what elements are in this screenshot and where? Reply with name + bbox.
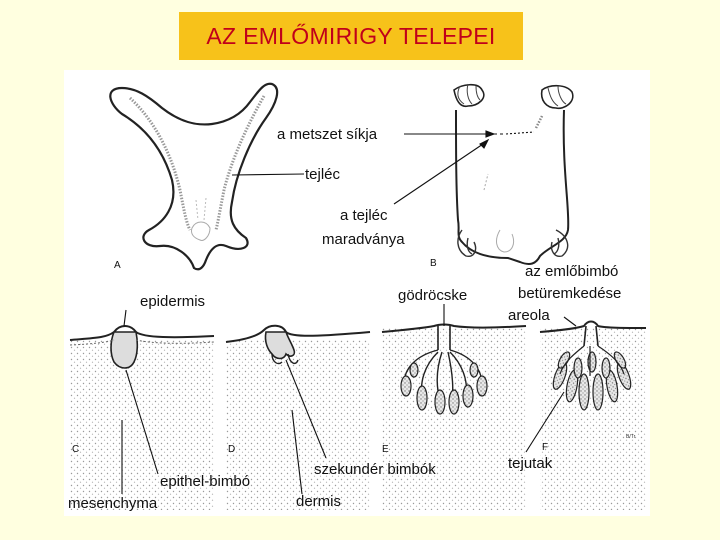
label-areola: areola [508, 307, 550, 324]
leader-lines-top [231, 130, 535, 205]
diagram-figure: A B C D [64, 70, 650, 516]
leader-lines-bottom [121, 304, 577, 495]
label-maradvany-2: maradványa [322, 231, 405, 248]
panel-c-section [69, 325, 215, 510]
label-emlobimbo-2: betüremkedése [518, 285, 621, 302]
label-dermis: dermis [296, 493, 341, 510]
label-metszet: a metszet síkja [277, 126, 378, 143]
panel-a-embryo [109, 82, 279, 271]
label-tejlec: tejléc [305, 166, 341, 183]
label-mesenchyma: mesenchyma [68, 495, 158, 512]
label-godrocske: gödröcske [398, 287, 467, 304]
panel-letter-a: A [114, 260, 121, 271]
title-box: AZ EMLŐMIRIGY TELEPEI [179, 12, 523, 60]
panel-letter-d: D [228, 444, 235, 455]
label-tejutak: tejutak [508, 455, 553, 472]
panel-b-embryo [453, 83, 574, 265]
panel-d-section [225, 324, 371, 510]
label-epithel-bimbo: epithel-bimbó [160, 473, 250, 490]
panel-e-section [381, 323, 527, 510]
panel-letter-b: B [430, 258, 437, 269]
label-szekunder-bimbok: szekundér bimbók [314, 461, 436, 478]
panel-f-section [539, 320, 647, 510]
diagram-svg: A B C D [68, 82, 647, 512]
label-maradvany-1: a tejléc [340, 207, 388, 224]
panel-letter-e: E [382, 444, 389, 455]
panel-letter-f: F [542, 442, 548, 453]
panel-letter-c: C [72, 444, 79, 455]
artist-credit: B/Tr [626, 434, 636, 440]
page-title: AZ EMLŐMIRIGY TELEPEI [206, 22, 496, 49]
label-epidermis: epidermis [140, 293, 205, 310]
label-emlobimbo-1: az emlőbimbó [525, 263, 618, 280]
